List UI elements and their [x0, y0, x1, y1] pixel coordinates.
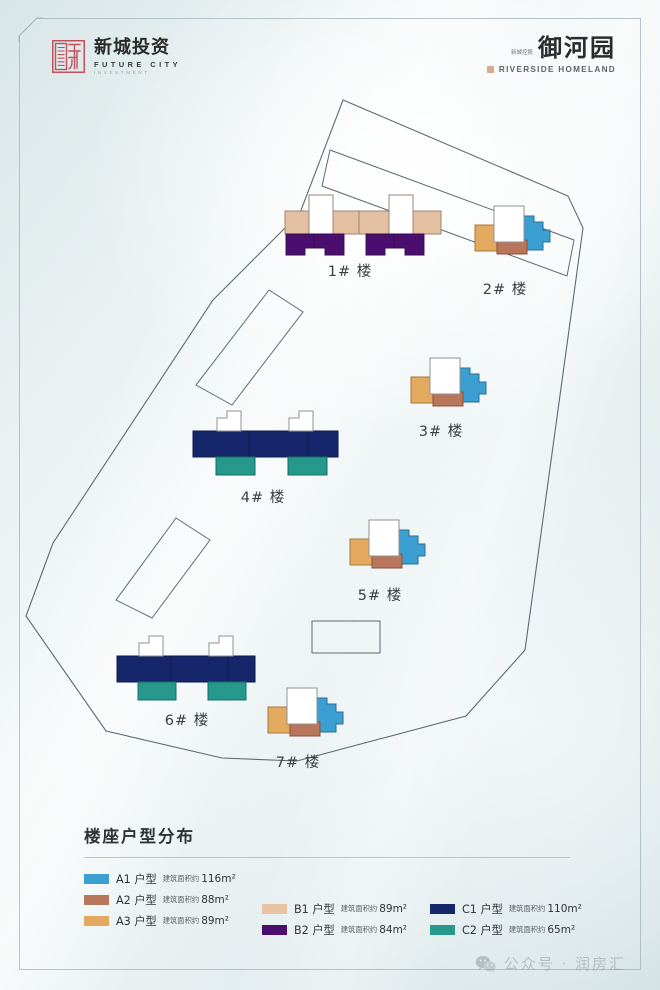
legend-swatch-c2 [430, 924, 455, 935]
project-logo-prefix: 新城控股 [510, 50, 533, 57]
brand-logo-left: 新城投资 FUTURE CITY INVESTMENT [52, 38, 181, 75]
legend-area-b1: 89m² [379, 902, 408, 915]
legend-swatch-c1 [430, 903, 455, 914]
legend-column-b: B1 户型 建筑面积约 89m² B2 户型 建筑面积约 84m² [262, 900, 407, 942]
reserved-block-mid [195, 289, 304, 406]
legend-area-prefix-b2: 建筑面积约 [340, 924, 378, 934]
watermark-text: 公众号 · 润房汇 [503, 955, 626, 973]
building-label-1: 1# 楼 [327, 264, 373, 280]
wechat-icon [475, 955, 496, 973]
legend-area-b2: 84m² [379, 923, 408, 936]
building-label-4: 4# 楼 [240, 490, 286, 506]
legend-area-prefix-a2: 建筑面积约 [162, 894, 200, 904]
legend-code-a1: A1 户型 [116, 872, 157, 886]
legend-area-c2: 65m² [547, 923, 576, 936]
legend-item-c1: C1 户型 建筑面积约 110m² [430, 900, 582, 917]
legend-area-prefix-a1: 建筑面积约 [162, 873, 200, 883]
legend-item-b2: B2 户型 建筑面积约 84m² [262, 921, 407, 938]
legend-code-c1: C1 户型 [462, 902, 503, 916]
building-label-3: 3# 楼 [418, 424, 464, 440]
legend-swatch-b2 [262, 924, 287, 935]
project-name-en: RIVERSIDE HOMELAND [498, 65, 616, 74]
legend-area-a1: 116m² [201, 872, 236, 885]
legend-swatch-a2 [84, 894, 109, 905]
legend-item-a1: A1 户型 建筑面积约 116m² [84, 870, 236, 887]
seal-logo-icon [52, 39, 85, 73]
legend-column-c: C1 户型 建筑面积约 110m² C2 户型 建筑面积约 65m² [430, 900, 582, 942]
building-label-5: 5# 楼 [357, 588, 403, 604]
legend-area-prefix-c1: 建筑面积约 [508, 903, 546, 913]
legend-divider [84, 857, 570, 858]
legend-area-prefix-c2: 建筑面积约 [508, 924, 546, 934]
square-accent-icon [486, 66, 494, 73]
brand-name-en-sub: INVESTMENT [94, 69, 150, 75]
building-2-footprint [474, 205, 551, 255]
reserved-block-south [115, 517, 211, 619]
legend-code-b1: B1 户型 [294, 902, 335, 916]
legend-area-c1: 110m² [547, 902, 582, 915]
building-label-7: 7# 楼 [275, 755, 321, 771]
brand-name-en: FUTURE CITY [94, 59, 181, 69]
legend-swatch-b1 [262, 903, 287, 914]
building-label-2: 2# 楼 [482, 282, 528, 298]
legend-item-c2: C2 户型 建筑面积约 65m² [430, 921, 582, 938]
legend-area-prefix-a3: 建筑面积约 [162, 915, 200, 925]
brand-name-cn: 新城投资 [94, 37, 170, 58]
legend-code-c2: C2 户型 [462, 923, 503, 937]
legend-code-a3: A3 户型 [116, 914, 157, 928]
legend-column-a: A1 户型 建筑面积约 116m² A2 户型 建筑面积约 88m² A3 户型… [84, 870, 236, 933]
building-3-footprint [410, 357, 487, 407]
legend-code-b2: B2 户型 [294, 923, 335, 937]
building-1-footprint [284, 194, 442, 256]
building-7-footprint [267, 687, 344, 737]
reserved-block-east [311, 620, 381, 654]
legend-title: 楼座户型分布 [84, 827, 195, 846]
site-boundary [25, 99, 584, 762]
building-6-footprint [116, 635, 256, 701]
legend-area-prefix-b1: 建筑面积约 [340, 903, 378, 913]
footer-watermark: 公众号 · 润房汇 [475, 953, 626, 974]
legend-item-a3: A3 户型 建筑面积约 89m² [84, 912, 236, 929]
legend-swatch-a1 [84, 873, 109, 884]
header: 新城投资 FUTURE CITY INVESTMENT 新城控股 御河园 RIV… [0, 0, 660, 95]
building-label-6: 6# 楼 [164, 713, 210, 729]
reserved-block-north [321, 149, 575, 277]
legend-swatch-a3 [84, 915, 109, 926]
legend-item-a2: A2 户型 建筑面积约 88m² [84, 891, 236, 908]
legend-code-a2: A2 户型 [116, 893, 157, 907]
project-logo-right: 新城控股 御河园 RIVERSIDE HOMELAND [486, 34, 616, 74]
legend-area-a3: 89m² [201, 914, 229, 927]
building-5-footprint [349, 519, 426, 569]
legend-item-b1: B1 户型 建筑面积约 89m² [262, 900, 407, 917]
site-plan: 1# 楼 2# 楼 3# 楼 4# 楼 5# 楼 6# 楼 7# 楼 [0, 88, 660, 788]
project-name-cn: 御河园 [538, 34, 616, 62]
building-4-footprint [192, 410, 339, 476]
legend-area-a2: 88m² [201, 893, 229, 906]
site-plan-svg [25, 99, 584, 762]
